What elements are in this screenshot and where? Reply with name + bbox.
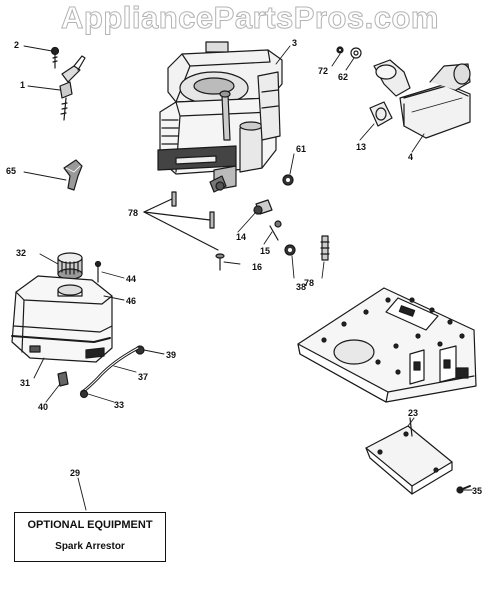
callout-72: 72	[318, 66, 329, 76]
part-44-screw	[94, 260, 102, 283]
part-72-nut	[336, 46, 344, 54]
part-78-bolt-right	[320, 235, 330, 261]
callout-35: 35	[472, 486, 483, 496]
part-62-gasket	[350, 47, 362, 59]
callout-15: 15	[260, 246, 271, 256]
part-38-nut	[284, 244, 296, 256]
part-37-fuel-line	[80, 346, 140, 394]
callout-14: 14	[236, 232, 247, 242]
callout-13: 13	[356, 142, 367, 152]
part-31-fuel-tank	[11, 275, 113, 363]
part-13-exhaust-gasket	[369, 101, 393, 127]
callout-78-left: 78	[128, 208, 139, 218]
part-23-bracket	[365, 417, 453, 495]
part-78-bolts	[143, 191, 219, 251]
part-61-nut	[282, 174, 294, 186]
part-4-muffler	[373, 59, 471, 139]
callout-62: 62	[338, 72, 349, 82]
part-23-chassis-plate	[297, 287, 477, 403]
part-40-valve	[57, 371, 69, 387]
optional-equipment-title: OPTIONAL EQUIPMENT	[27, 519, 153, 531]
callout-1: 1	[20, 80, 26, 90]
part-3-engine	[157, 41, 283, 193]
part-32-fuel-cap	[57, 252, 83, 280]
part-1-throttle-control	[59, 55, 86, 121]
callout-61: 61	[296, 144, 307, 154]
callout-3: 3	[292, 38, 298, 48]
callout-16: 16	[252, 262, 263, 272]
part-35-screw	[456, 485, 471, 494]
part-15-bolt	[269, 220, 282, 241]
callout-78-right: 78	[304, 278, 315, 288]
watermark-logo: AppliancePartsPros.com	[61, 0, 439, 36]
leader-lines	[23, 45, 473, 511]
spark-arrestor-label: Spark Arrestor	[55, 541, 125, 552]
callout-39: 39	[166, 350, 177, 360]
optional-equipment-box: OPTIONAL EQUIPMENT Spark Arrestor	[14, 512, 166, 562]
callout-2: 2	[14, 40, 20, 50]
callout-46: 46	[126, 296, 137, 306]
callout-65: 65	[6, 166, 17, 176]
callout-31: 31	[20, 378, 31, 388]
callout-40: 40	[38, 402, 49, 412]
callout-29: 29	[70, 468, 81, 478]
part-16-washer	[215, 253, 225, 271]
part-14-spacer	[253, 199, 273, 215]
callout-32: 32	[16, 248, 27, 258]
callout-23: 23	[408, 408, 419, 418]
part-2-screw	[50, 46, 60, 69]
part-33-clamp	[79, 389, 89, 399]
callout-38: 38	[296, 282, 307, 292]
callout-4: 4	[408, 152, 414, 162]
callout-37: 37	[138, 372, 149, 382]
callout-33: 33	[114, 400, 125, 410]
callout-44: 44	[126, 274, 137, 284]
part-65-clip	[63, 159, 83, 191]
